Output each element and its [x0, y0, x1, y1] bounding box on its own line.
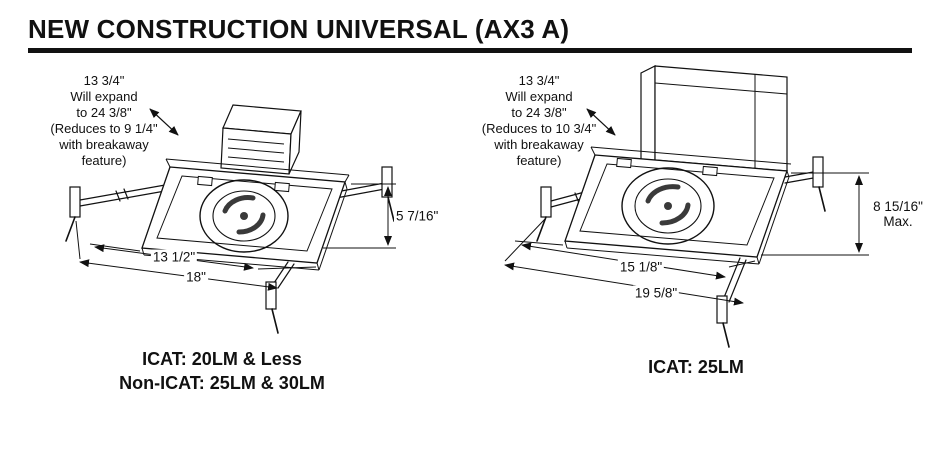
expand-dimension-arrow — [149, 108, 179, 136]
caption-right: ICAT: 25LM — [455, 355, 937, 379]
note-line: to 24 3/8" — [511, 105, 567, 120]
note-line: 13 3/4" — [83, 73, 125, 88]
outer-width-dimension-label: 18" — [184, 269, 208, 285]
height-dimension-label: 8 15/16" Max. — [865, 199, 931, 229]
note-line: feature) — [516, 153, 562, 168]
outer-width-dimension-label: 19 5/8" — [632, 285, 680, 301]
expand-note-right: 13 3/4" Will expand to 24 3/8" (Reduces … — [455, 73, 623, 169]
diagram-left-housing: 13 3/4" Will expand to 24 3/8" (Reduces … — [20, 55, 450, 450]
title-underline — [28, 48, 912, 53]
caption-line: Non-ICAT: 25LM & 30LM — [119, 373, 325, 393]
expand-note-left: 13 3/4" Will expand to 24 3/8" (Reduces … — [20, 73, 188, 169]
caption-line: ICAT: 20LM & Less — [142, 349, 302, 369]
height-dimension-lines — [323, 183, 396, 249]
note-line: 13 3/4" — [518, 73, 560, 88]
page-title: NEW CONSTRUCTION UNIVERSAL (AX3 A) — [28, 14, 570, 44]
note-line: Will expand — [505, 89, 573, 104]
diagram-right-housing: 13 3/4" Will expand to 24 3/8" (Reduces … — [455, 55, 937, 450]
inner-width-dimension-label: 13 1/2" — [150, 249, 198, 265]
mounting-pan — [564, 154, 788, 258]
note-line: with breakaway — [494, 137, 584, 152]
height-dimension-lines — [761, 172, 869, 256]
note-line: feature) — [81, 153, 127, 168]
note-line: to 24 3/8" — [76, 105, 132, 120]
caption-left: ICAT: 20LM & Less Non-ICAT: 25LM & 30LM — [20, 347, 424, 395]
note-line: (Reduces to 9 1/4" — [50, 121, 158, 136]
left-housing-drawing — [65, 104, 396, 334]
height-dimension-label: 5 7/16" — [394, 208, 441, 224]
expand-dimension-arrow — [586, 108, 616, 136]
right-housing-drawing — [504, 65, 869, 348]
tall-enclosure — [640, 65, 788, 172]
note-line: with breakaway — [59, 137, 149, 152]
caption-line: ICAT: 25LM — [648, 357, 744, 377]
inner-width-dimension-label: 15 1/8" — [617, 259, 665, 275]
note-line: Will expand — [70, 89, 138, 104]
note-line: (Reduces to 10 3/4" — [481, 121, 597, 136]
